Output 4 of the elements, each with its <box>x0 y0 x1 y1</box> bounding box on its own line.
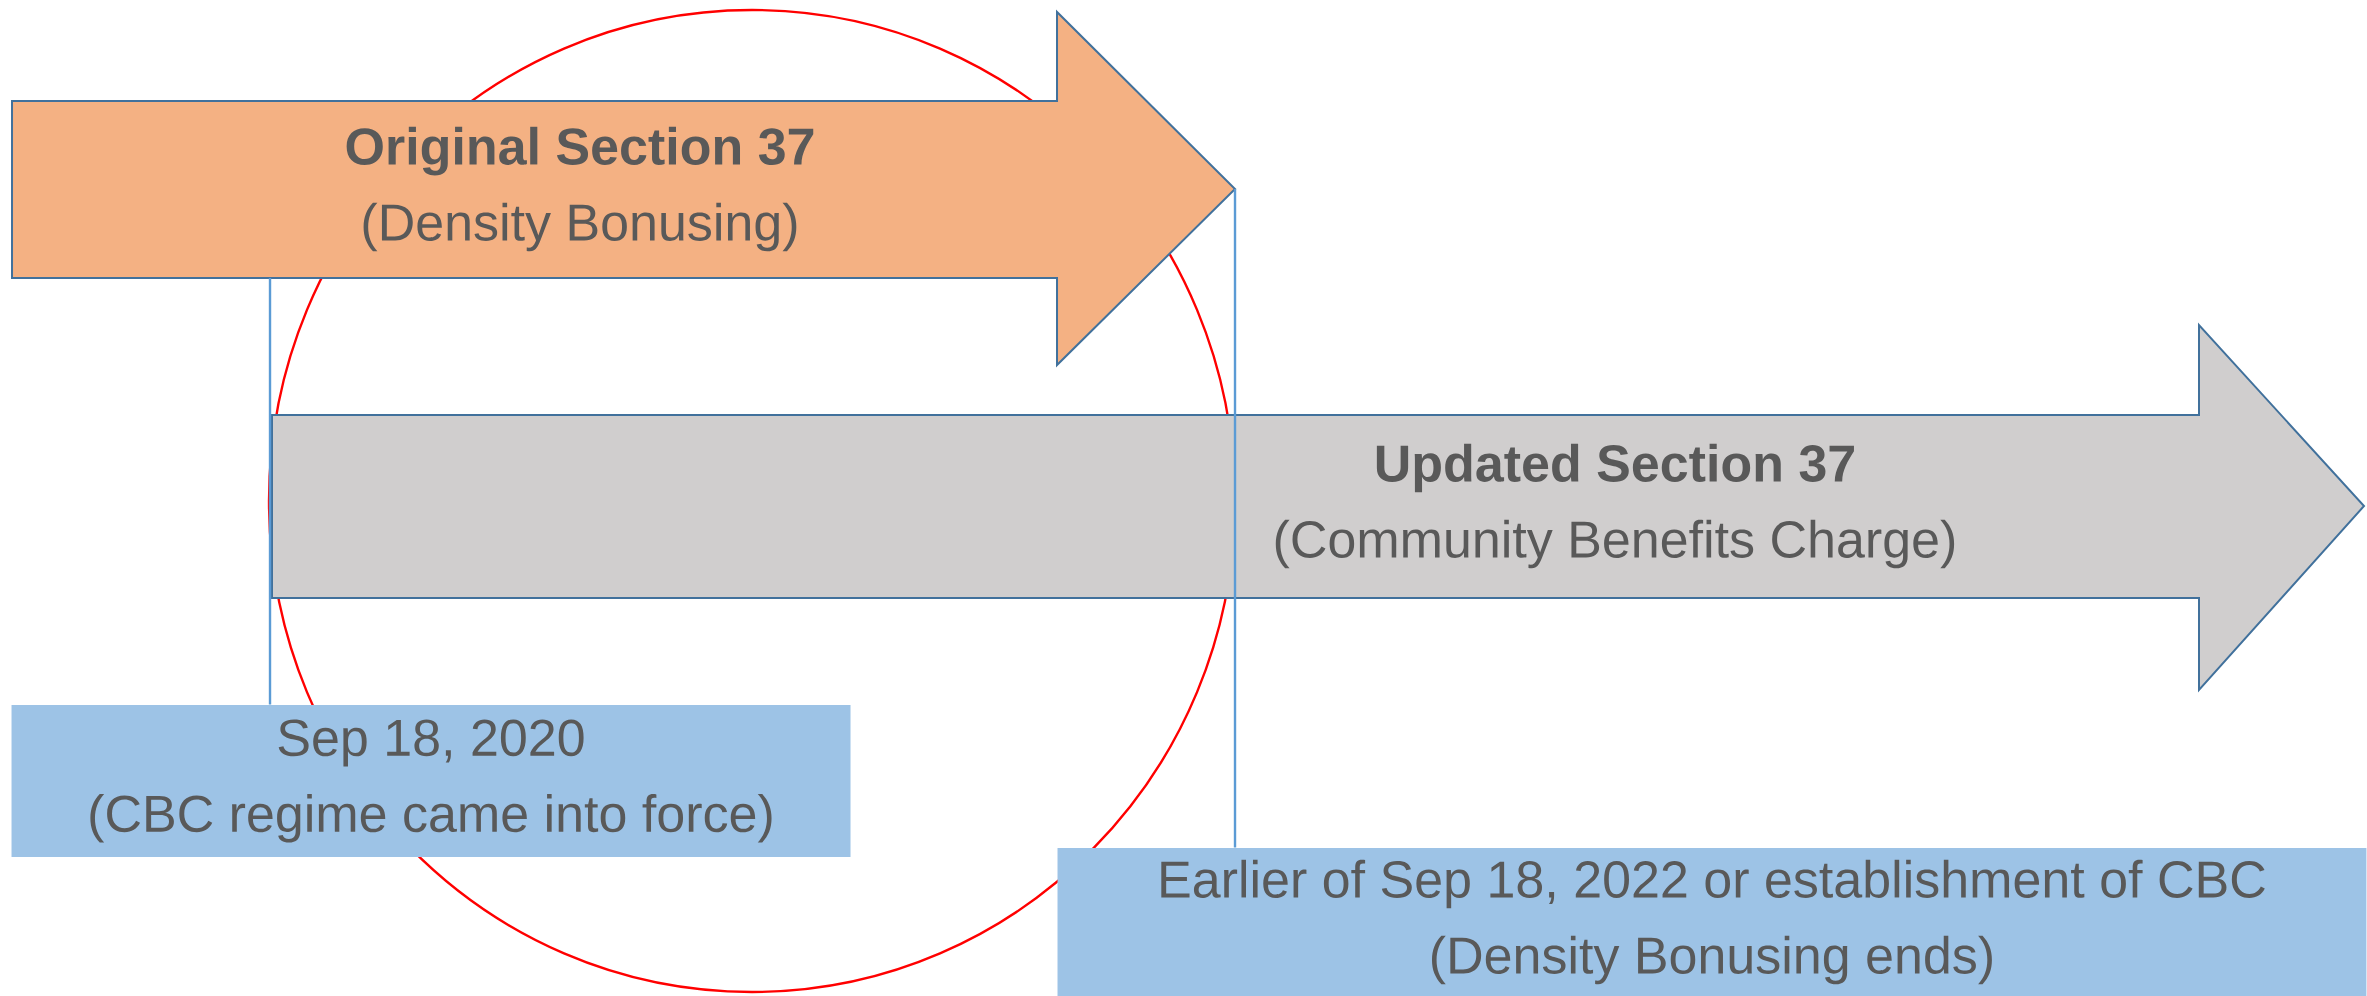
date-box: Earlier of Sep 18, 2022 or establishment of CBC (Density Bonusing ends) <box>1057 848 2367 996</box>
leader-line <box>1233 189 1237 848</box>
date-box: Sep 18, 2020 (CBC regime came into force) <box>11 705 851 857</box>
leader-line <box>268 277 272 705</box>
